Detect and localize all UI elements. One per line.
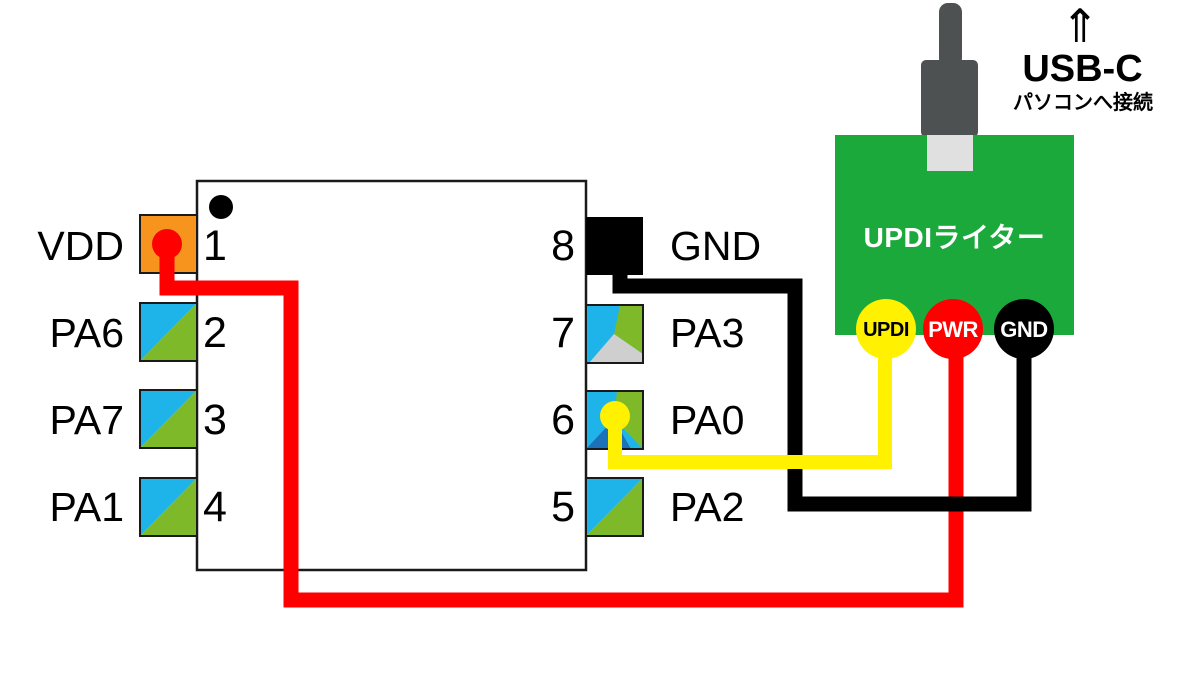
- writer-pin-updi: [856, 299, 916, 359]
- pa6-pad-border: [139, 302, 198, 362]
- updi-wire-dot: [600, 401, 630, 431]
- pin-number-1: 1: [203, 222, 227, 270]
- pa6-pad-green: [140, 303, 197, 361]
- pa7-pad-green: [140, 390, 197, 448]
- pin-label-pa1: PA1: [49, 484, 124, 530]
- pin-number-4: 4: [203, 483, 227, 531]
- power-wire: [159, 240, 964, 608]
- pad-pin5-pa2: [585, 477, 644, 537]
- ground-wire: [612, 248, 1032, 512]
- writer-pin-label-pwr: PWR: [928, 317, 978, 342]
- pa1-pad-border: [139, 477, 198, 537]
- pin-label-pa7: PA7: [49, 397, 124, 443]
- chip-body: [195, 179, 588, 572]
- pin-label-pa3: PA3: [670, 310, 745, 356]
- usb-cable: [939, 3, 962, 67]
- pad-pin7-pa3: [585, 304, 644, 364]
- pa2-pad-green: [586, 478, 643, 536]
- writer-title: UPDIライター: [863, 222, 1046, 253]
- usb-receptacle: [927, 135, 973, 171]
- pin-number-5: 5: [551, 483, 575, 531]
- usb-c-label: USB-C: [1022, 48, 1143, 90]
- writer-pin-label-updi: UPDI: [863, 319, 909, 341]
- pad-pin2-pa6: [139, 302, 198, 362]
- pin-number-3: 3: [203, 396, 227, 444]
- pa1-pad-green: [140, 478, 197, 536]
- pin1-indicator-dot: [209, 195, 233, 219]
- pa3-pad-border: [585, 304, 644, 364]
- pad-pin3-pa7: [139, 389, 198, 449]
- pin-number-7: 7: [551, 309, 575, 357]
- pad-pin4-pa1: [139, 477, 198, 537]
- pa7-pad-border: [139, 389, 198, 449]
- pin-label-gnd: GND: [670, 223, 762, 269]
- updi-wire: [608, 330, 892, 469]
- pin-number-8: 8: [551, 222, 575, 270]
- pin-number-6: 6: [551, 396, 575, 444]
- pa3-pad-green: [614, 305, 643, 354]
- pa3-pad-gray: [589, 334, 643, 363]
- pin-label-pa0: PA0: [670, 397, 745, 443]
- pin-label-vdd: VDD: [37, 223, 124, 269]
- up-arrow-icon: ⇑: [1060, 0, 1100, 52]
- writer-pin-gnd: [994, 299, 1054, 359]
- pin-number-2: 2: [203, 309, 227, 357]
- power-wire-dot: [152, 229, 182, 259]
- pa2-pad-border: [585, 477, 644, 537]
- writer-pin-pwr: [923, 299, 983, 359]
- writer-pin-label-gnd: GND: [1000, 317, 1048, 342]
- usb-plug: [921, 60, 978, 137]
- pin-label-pa2: PA2: [670, 484, 745, 530]
- usb-c-sublabel: パソコンへ接続: [1013, 92, 1153, 114]
- pin-label-pa6: PA6: [49, 310, 124, 356]
